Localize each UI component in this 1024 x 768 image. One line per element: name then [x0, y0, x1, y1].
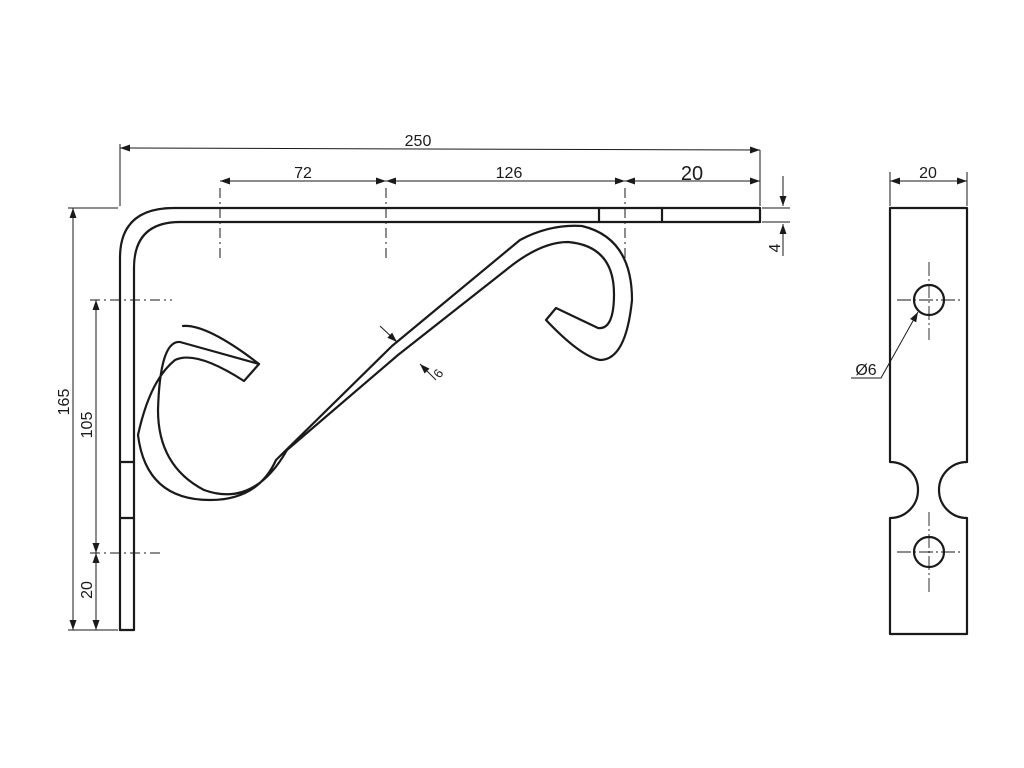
bracket-inner-profile	[132, 220, 762, 632]
dim-line-brace-lower	[419, 363, 437, 381]
label-hole-diameter: Ø6	[855, 362, 876, 379]
hole-leader	[851, 311, 919, 379]
label-hole-spacing: 105	[79, 412, 96, 439]
center-lines	[90, 188, 626, 554]
label-segment-1: 72	[294, 165, 312, 182]
front-view	[118, 206, 762, 632]
bracket-outer-profile	[118, 206, 762, 632]
label-segment-2: 126	[496, 165, 523, 182]
dim-line-brace-upper	[379, 325, 398, 343]
dim-line-overall	[119, 144, 761, 154]
scroll-brace	[136, 224, 634, 502]
brace-outer-line	[181, 324, 261, 366]
label-total-height: 165	[56, 389, 73, 416]
label-segment-3: 20	[681, 163, 703, 185]
label-thickness: 4	[767, 243, 784, 252]
label-side-width: 20	[919, 165, 937, 182]
dimension-lines	[69, 144, 787, 630]
label-overall-length: 250	[405, 133, 432, 150]
dimension-labels: 250 72 126 20 4 165 105 20 6	[56, 133, 784, 599]
side-view: 20 Ø6	[851, 165, 969, 636]
side-plate-outline	[888, 206, 969, 636]
extension-lines	[68, 144, 790, 631]
label-bottom-offset: 20	[79, 581, 96, 599]
label-brace-width: 6	[430, 366, 446, 381]
